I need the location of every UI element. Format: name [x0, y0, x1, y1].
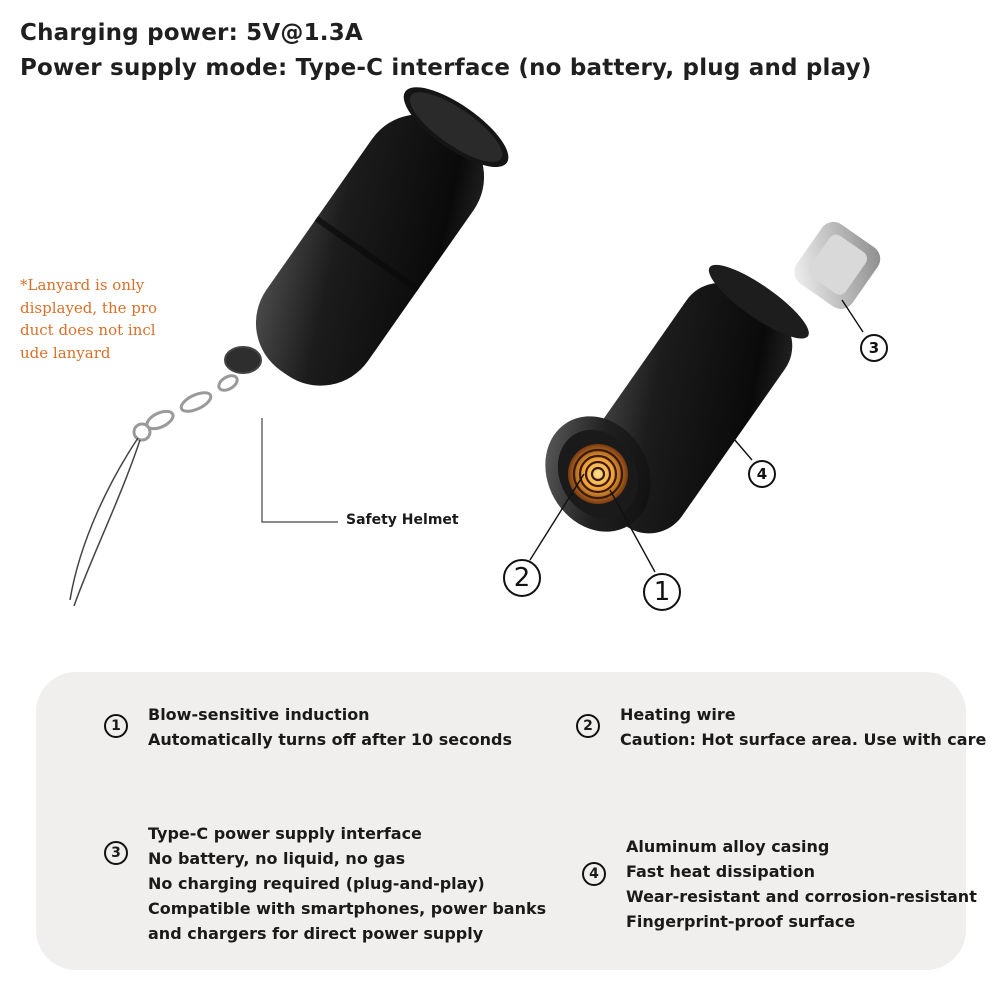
- features-panel: 1 Blow-sensitive induction Automatically…: [36, 672, 986, 970]
- power-supply-mode-title: Power supply mode: Type-C interface (no …: [20, 55, 872, 81]
- feature-line: Blow-sensitive induction: [148, 705, 370, 724]
- note-line: ude lanyard: [20, 343, 111, 362]
- callout-2: 2: [513, 563, 531, 593]
- feature-line: Heating wire: [620, 705, 736, 724]
- feature-line: Fast heat dissipation: [626, 862, 816, 881]
- feature-line: Type-C power supply interface: [148, 824, 422, 843]
- callout-circles: [503, 334, 888, 611]
- capped-lighter: [224, 87, 509, 386]
- feature-line: No charging required (plug-and-play): [148, 874, 485, 893]
- feature-line: Automatically turns off after 10 seconds: [148, 730, 512, 749]
- product-illustration: [69, 87, 888, 611]
- note-line: duct does not incl: [20, 321, 156, 339]
- feature-line: Wear-resistant and corrosion-resistant: [626, 887, 977, 906]
- open-lighter: [545, 221, 881, 534]
- feature-badge: 3: [104, 841, 128, 865]
- feature-badge: 4: [582, 862, 606, 886]
- note-line: displayed, the pro: [20, 298, 158, 317]
- callout-4: 4: [756, 465, 768, 483]
- charging-power-title: Charging power: 5V@1.3A: [20, 20, 363, 46]
- safety-helmet-label: Safety Helmet: [346, 512, 459, 528]
- feature-text: Aluminum alloy casing Fast heat dissipat…: [626, 834, 977, 934]
- lanyard-note: *Lanyard is only displayed, the pro duct…: [20, 274, 180, 364]
- feature-line: No battery, no liquid, no gas: [148, 849, 406, 868]
- feature-text: Heating wire Caution: Hot surface area. …: [620, 702, 986, 752]
- note-line: *Lanyard is only: [20, 276, 145, 294]
- feature-badge: 1: [104, 714, 128, 738]
- heating-coil: [572, 448, 624, 500]
- feature-line: Compatible with smartphones, power banks: [148, 899, 547, 918]
- callout-leaders: [529, 299, 864, 573]
- callout-3: 3: [868, 339, 880, 357]
- feature-line: Aluminum alloy casing: [626, 837, 830, 856]
- feature-line: Fingerprint-proof surface: [626, 912, 856, 931]
- safety-helmet-leader: [261, 418, 338, 523]
- lanyard: [69, 374, 239, 607]
- feature-badge: 2: [576, 714, 600, 738]
- callout-1: 1: [653, 577, 671, 607]
- feature-line: and chargers for direct power supply: [148, 924, 484, 943]
- feature-line: Caution: Hot surface area. Use with care: [620, 730, 987, 749]
- feature-text: Blow-sensitive induction Automatically t…: [148, 702, 512, 752]
- feature-text: Type-C power supply interface No battery…: [148, 821, 546, 946]
